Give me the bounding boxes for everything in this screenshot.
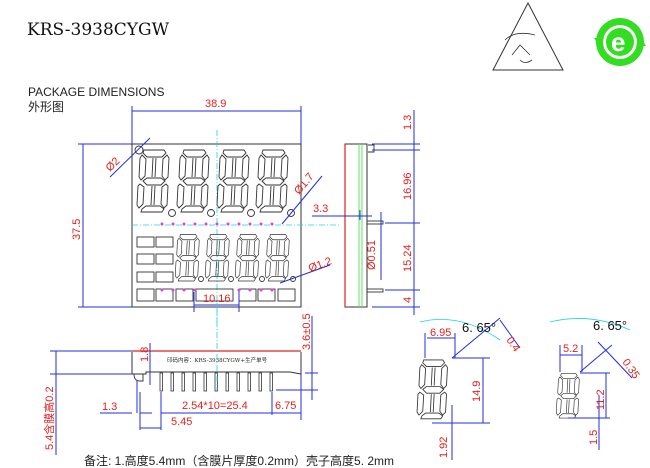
width-dim: 38.9 [205, 98, 226, 110]
esd-warning-icon [492, 1, 564, 71]
detail-large-angle: 6. 65° [462, 320, 496, 335]
detail-small-width: 5.2 [563, 343, 578, 355]
bottom-dim: 4 [402, 297, 414, 303]
detail-small-digit [555, 373, 580, 419]
digit-small-3 [234, 234, 260, 282]
upper-dim: 16.96 [402, 172, 414, 200]
digit-large-1 [136, 149, 170, 213]
hole-large-dim: Ø2 [104, 155, 123, 174]
section-subheading: 外形图 [28, 100, 64, 114]
digit-small-1 [174, 234, 200, 282]
detail-small: 5.2 6. 65° 0.35 11.2 1.5 [549, 318, 642, 450]
front-view: 38.9 37.5 Ø2 Ø1.7 Ø1.2 10.16 [71, 98, 340, 325]
detail-large: 6.95 6. 65° 0.4 14.9 1.92 [416, 317, 523, 460]
side-view: 3.3 Ø0.51 1.3 16.96 15.24 4 [312, 110, 420, 315]
footnote: 备注: 1.高度5.4mm（含膜片厚度0.2mm）壳子高度5. 2mm [84, 453, 394, 468]
total-height-dim: 5.4含膜高0.2 [42, 386, 56, 450]
part-number-title: KRS-3938CYGW [27, 20, 170, 40]
digit-large-4 [255, 149, 289, 213]
section-heading: PACKAGE DIMENSIONS [28, 85, 164, 99]
detail-small-height: 11.2 [595, 389, 607, 410]
detail-large-seg: 0.4 [504, 335, 523, 354]
digit-large-2 [176, 149, 210, 213]
digit-small-4 [264, 234, 290, 282]
detail-small-angle: 6. 65° [593, 318, 627, 333]
bottom-view: 印码内容：KRS-3938CYGW+生产单号 1.8 3.6±0.5 5.4含膜… [42, 310, 318, 455]
detail-small-seg: 0.35 [620, 357, 642, 381]
hole-small-dim: Ø1.2 [307, 255, 334, 274]
green-e-recycle-icon: e [594, 18, 646, 66]
detail-large-height: 14.9 [471, 381, 483, 402]
hole-mid-dim: Ø1.7 [292, 171, 317, 197]
height-dim: 37.5 [71, 219, 83, 240]
pin-diameter-dim: Ø0.51 [366, 240, 378, 270]
top-offset-dim: 1.8 [139, 347, 151, 362]
detail-large-offset: 1.92 [438, 437, 450, 458]
row-spacing-dim: 10.16 [203, 293, 231, 305]
middle-dim: 15.24 [402, 244, 414, 272]
pitch-dim: 2.54*10=25.4 [182, 400, 248, 412]
detail-large-digit [416, 359, 448, 420]
detail-small-offset: 1.5 [588, 430, 600, 445]
first-pin-dim: 5.45 [171, 416, 192, 428]
digit-large-3 [216, 149, 250, 213]
right-offset-dim: 6.75 [275, 400, 296, 412]
svg-text:e: e [611, 27, 625, 57]
detail-large-width: 6.95 [430, 327, 451, 339]
depth-dim: 3.3 [313, 203, 328, 215]
top-dim: 1.3 [402, 115, 414, 130]
pin-length-dim: 3.6±0.5 [301, 313, 313, 350]
left-offset-dim: 1.3 [102, 401, 117, 413]
